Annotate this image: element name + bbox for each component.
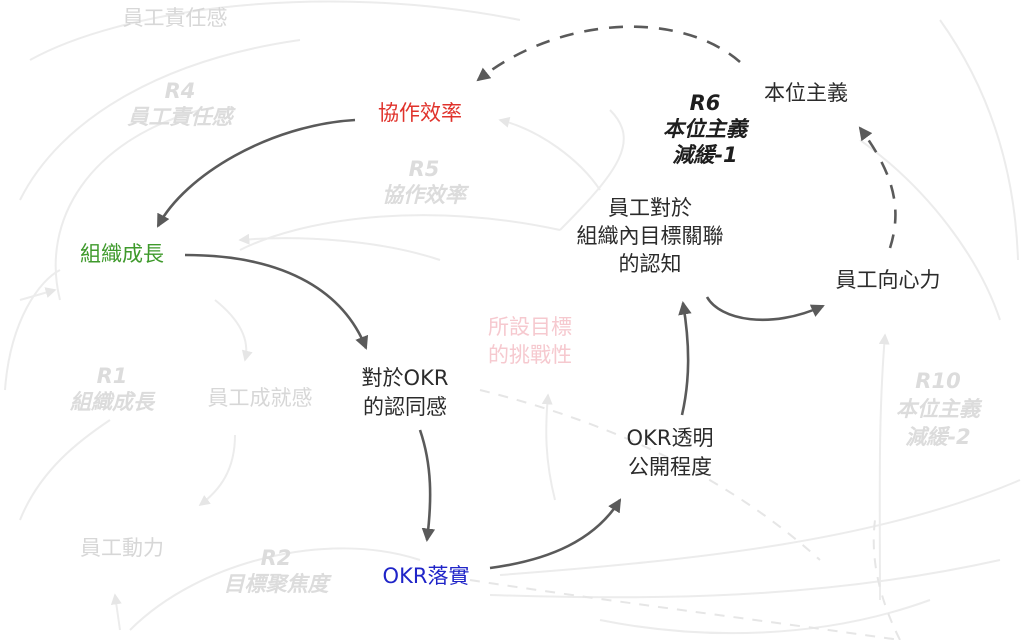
arrow-cohesion-to-departmentalism <box>858 126 897 249</box>
bg-arrow-to-growth <box>238 233 441 261</box>
node-okr-recognition-line1: 對於OKR <box>362 366 449 390</box>
node-employee-cohesion: 員工向心力 <box>836 268 941 292</box>
node-okr-recognition-line2: 的認同感 <box>363 395 447 419</box>
bg-arc-left <box>54 109 201 301</box>
loop-r5-id: R5 <box>409 157 440 181</box>
bg-dash-2 <box>469 579 901 640</box>
bg-arc-r5b <box>559 109 625 231</box>
loop-r4-label: 員工責任感 <box>127 105 237 129</box>
faded-node-goal-challenge-line1: 所設目標 <box>488 315 572 339</box>
node-goal-alignment-line2: 組織內目標關聯 <box>577 224 724 248</box>
loop-r6-id: R6 <box>690 91 721 115</box>
bg-arc-r4 <box>498 116 601 191</box>
loop-r1-id: R1 <box>97 364 128 388</box>
faded-node-motivation: 員工動力 <box>80 536 164 560</box>
node-org-growth: 組織成長 <box>80 242 164 266</box>
loop-r10-id: R10 <box>915 369 960 393</box>
loop-r1-label: 組織成長 <box>70 390 156 414</box>
node-collab-efficiency: 協作效率 <box>378 101 462 125</box>
bg-arrow-left-in <box>19 287 57 301</box>
node-goal-alignment-line1: 員工對於 <box>608 196 692 220</box>
faded-node-goal-challenge-line2: 的挑戰性 <box>488 343 572 367</box>
loop-r10-line2: 減緩-2 <box>905 425 970 449</box>
bg-arc-right-inner <box>859 139 1001 321</box>
bg-arc-r10 <box>499 479 1021 576</box>
foreground-arrows <box>156 25 897 570</box>
loop-r5-label: 協作效率 <box>382 183 470 207</box>
bg-arrow-to-achievement <box>214 299 253 362</box>
loop-r2-id: R2 <box>261 546 292 570</box>
arrow-collab-to-growth <box>156 118 356 228</box>
loop-r4-id: R4 <box>165 79 196 103</box>
node-okr-transparency-line1: OKR透明 <box>627 426 714 450</box>
loop-r6-line1: 本位主義 <box>663 117 750 141</box>
loop-r2-label: 目標聚焦度 <box>224 572 333 596</box>
arrow-recognition-to-implementation <box>418 429 436 543</box>
faded-node-responsibility-top: 員工責任感 <box>123 6 228 30</box>
bg-dash-1 <box>479 389 821 561</box>
bg-arc-bottom <box>599 599 931 635</box>
bg-arc-r10b <box>489 559 1001 599</box>
bg-arrow-bottom-left <box>110 593 122 631</box>
node-goal-alignment-line3: 的認知 <box>619 252 682 276</box>
arrow-implementation-to-transparency <box>489 498 622 570</box>
arrow-alignment-to-cohesion <box>705 296 825 322</box>
bg-arc-top <box>29 0 521 61</box>
arrow-growth-to-recognition <box>184 253 369 350</box>
node-departmentalism: 本位主義 <box>764 81 848 105</box>
loop-r6-line2: 減緩-1 <box>672 143 737 167</box>
bg-arc-r5 <box>239 214 561 251</box>
bg-arc-low-left <box>19 419 111 521</box>
node-okr-implementation: OKR落實 <box>383 564 470 588</box>
bg-arrow-to-challenge <box>541 393 556 501</box>
foreground-nodes: 協作效率 組織成長 對於OKR 的認同感 OKR落實 OKR透明 公開程度 員工… <box>80 81 941 588</box>
faded-node-achievement: 員工成就感 <box>208 386 313 410</box>
bg-arrow-to-cohesion <box>878 333 890 601</box>
bg-arrow-to-motivation <box>198 434 236 506</box>
faded-labels: 員工責任感 R4 員工責任感 R5 協作效率 R1 組織成長 員工成就感 員工動… <box>70 6 983 596</box>
bg-arc-top-left <box>19 39 301 201</box>
loop-r10-line1: 本位主義 <box>896 397 983 421</box>
bg-arc-right <box>939 19 1019 261</box>
bg-arc-r2 <box>129 547 421 631</box>
node-okr-transparency-line2: 公開程度 <box>628 455 712 479</box>
arrow-transparency-to-alignment <box>678 300 692 416</box>
bg-dash-3 <box>872 519 901 640</box>
background-loops <box>4 0 1021 640</box>
arrow-departmentalism-to-collab <box>476 25 741 82</box>
bg-arc-far-left <box>4 269 61 391</box>
loop-r6-label: R6 本位主義 減緩-1 <box>663 91 750 167</box>
